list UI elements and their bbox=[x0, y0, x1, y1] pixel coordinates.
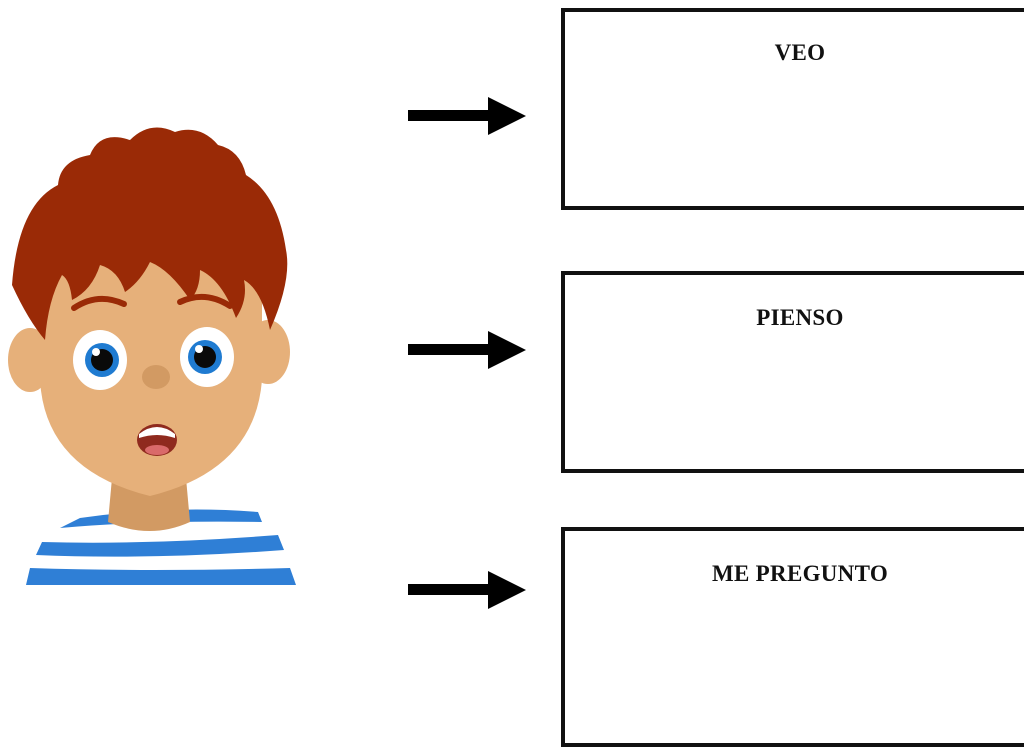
right-eyebrow bbox=[177, 293, 233, 309]
right-eye bbox=[180, 327, 234, 387]
left-eye bbox=[73, 330, 127, 390]
box-pienso: PIENSO bbox=[561, 271, 1024, 473]
arrow-me-pregunto-icon bbox=[408, 571, 526, 609]
arrow-veo-icon bbox=[408, 97, 526, 135]
hair bbox=[12, 127, 288, 340]
neck bbox=[108, 478, 190, 531]
box-me-pregunto: ME PREGUNTO bbox=[561, 527, 1024, 747]
nose bbox=[142, 365, 170, 389]
box-veo: VEO bbox=[561, 8, 1024, 210]
box-pienso-title: PIENSO bbox=[756, 305, 844, 330]
shirt bbox=[26, 505, 296, 585]
box-me-pregunto-title: ME PREGUNTO bbox=[711, 561, 889, 586]
boy-illustration bbox=[8, 127, 296, 585]
mouth bbox=[137, 424, 177, 456]
box-veo-title: VEO bbox=[774, 40, 826, 65]
left-eyebrow bbox=[71, 295, 127, 311]
arrow-pienso-icon bbox=[408, 331, 526, 369]
